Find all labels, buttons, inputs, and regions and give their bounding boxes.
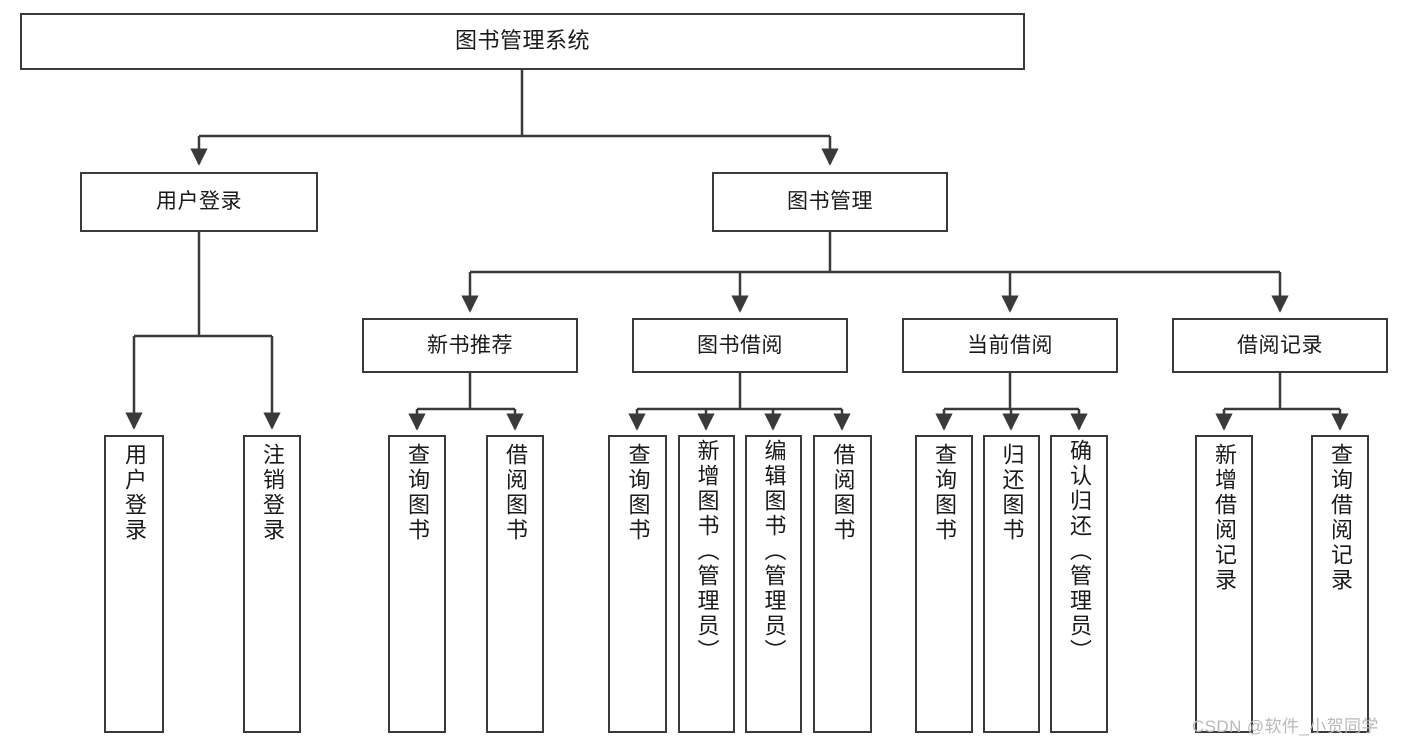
csdn-watermark: CSDN @软件_小贺同学 (1192, 717, 1379, 736)
leaf-query-book-2-label: 查询图书 (625, 443, 651, 543)
node-root-label: 图书管理系统 (454, 28, 590, 54)
node-book-borrow-label: 图书借阅 (697, 333, 783, 357)
leaf-user-login-label: 用户登录 (122, 443, 147, 543)
leaf-add-book-label: 新增图书（管理员） (694, 439, 720, 664)
leaf-add-book[interactable]: 新增图书（管理员） (678, 435, 735, 733)
node-current-borrow[interactable]: 当前借阅 (902, 318, 1118, 373)
node-book-borrow[interactable]: 图书借阅 (632, 318, 848, 373)
leaf-query-book-1-label: 查询图书 (405, 443, 430, 543)
leaf-return-book[interactable]: 归还图书 (983, 435, 1040, 733)
node-user-login-label: 用户登录 (156, 190, 242, 214)
leaf-query-book-2[interactable]: 查询图书 (608, 435, 667, 733)
node-book-manage[interactable]: 图书管理 (712, 172, 948, 232)
leaf-borrow-book-1-label: 借阅图书 (503, 443, 528, 543)
node-book-manage-label: 图书管理 (787, 190, 873, 214)
leaf-query-book-3-label: 查询图书 (932, 443, 957, 543)
leaf-return-book-label: 归还图书 (999, 443, 1025, 543)
node-user-login[interactable]: 用户登录 (80, 172, 318, 232)
leaf-borrow-book-2[interactable]: 借阅图书 (813, 435, 872, 733)
leaf-confirm-return[interactable]: 确认归还（管理员） (1050, 435, 1108, 733)
node-borrow-record[interactable]: 借阅记录 (1172, 318, 1388, 373)
leaf-logout-label: 注销登录 (260, 443, 285, 543)
leaf-query-record[interactable]: 查询借阅记录 (1311, 435, 1369, 733)
leaf-query-book-1[interactable]: 查询图书 (388, 435, 446, 733)
leaf-query-book-3[interactable]: 查询图书 (915, 435, 973, 733)
leaf-logout[interactable]: 注销登录 (243, 435, 301, 733)
leaf-add-record-label: 新增借阅记录 (1212, 443, 1237, 593)
node-new-book-recommend[interactable]: 新书推荐 (362, 318, 578, 373)
leaf-user-login[interactable]: 用户登录 (104, 435, 164, 733)
leaf-query-record-label: 查询借阅记录 (1328, 443, 1353, 593)
leaf-borrow-book-1[interactable]: 借阅图书 (486, 435, 544, 733)
leaf-edit-book-label: 编辑图书（管理员） (761, 439, 787, 664)
leaf-borrow-book-2-label: 借阅图书 (830, 443, 856, 543)
leaf-confirm-return-label: 确认归还（管理员） (1067, 439, 1092, 664)
node-borrow-record-label: 借阅记录 (1237, 333, 1323, 357)
leaf-add-record[interactable]: 新增借阅记录 (1195, 435, 1253, 733)
leaf-edit-book[interactable]: 编辑图书（管理员） (745, 435, 802, 733)
node-new-book-recommend-label: 新书推荐 (427, 333, 513, 357)
node-current-borrow-label: 当前借阅 (967, 333, 1053, 357)
node-root[interactable]: 图书管理系统 (20, 13, 1025, 70)
